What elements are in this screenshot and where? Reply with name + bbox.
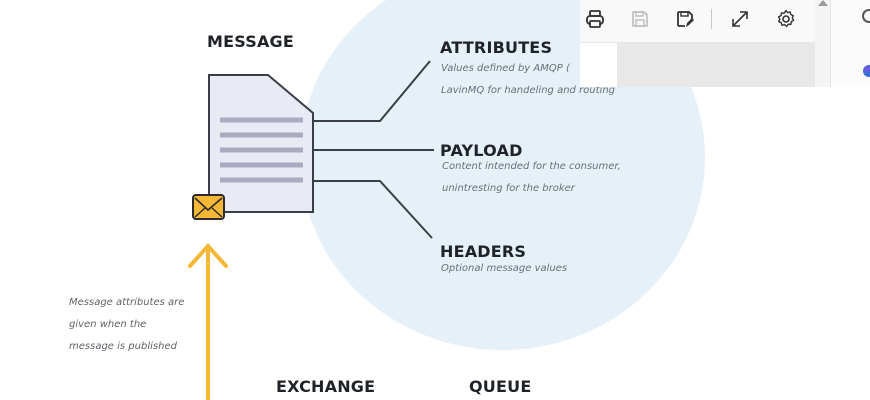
document-text-lines [220, 117, 303, 183]
side-panel-icons [862, 9, 870, 77]
payload-line-2: unintresting for the broker [442, 183, 575, 194]
message-document-icon [208, 74, 314, 213]
attributes-line-2: LavinMQ for handeling and routing [441, 85, 616, 96]
publish-note: Message attributes are given when the me… [69, 292, 184, 358]
publish-arrow [188, 243, 228, 400]
settings-icon [777, 9, 795, 28]
viewer-toolbar [580, 0, 815, 43]
note-line-3: message is published [69, 341, 177, 352]
save-as-icon [677, 11, 694, 27]
fullscreen-icon [732, 11, 748, 27]
headers-line-1: Optional message values [441, 263, 568, 274]
attributes-title: ATTRIBUTES [440, 38, 553, 57]
save-as-button[interactable] [672, 6, 698, 32]
browser-side-panel [830, 0, 870, 87]
payload-line-1: Content intended for the consumer, [442, 161, 621, 172]
queue-title: QUEUE [469, 377, 532, 396]
print-icon [586, 10, 604, 28]
note-line-2: given when the [69, 319, 147, 330]
exchange-title: EXCHANGE [276, 377, 376, 396]
search-icon [862, 9, 870, 23]
viewer-scrollbar[interactable] [815, 0, 830, 87]
viewer-page-thumbnail [580, 43, 617, 87]
toolbar-separator [711, 9, 712, 29]
connector-attributes [313, 60, 431, 122]
settings-button[interactable] [773, 6, 799, 32]
payload-description: Content intended for the consumer, unint… [442, 156, 621, 200]
attributes-line-1: Values defined by AMQP ( [441, 63, 570, 74]
save-button[interactable] [627, 6, 653, 32]
payload-title: PAYLOAD [440, 141, 523, 160]
message-title: MESSAGE [207, 32, 295, 51]
headers-description: Optional message values [441, 258, 567, 280]
fullscreen-button[interactable] [727, 6, 753, 32]
envelope-icon [192, 194, 225, 220]
attributes-description: Values defined by AMQP ( LavinMQ for han… [441, 58, 615, 102]
note-line-1: Message attributes are [69, 297, 185, 308]
connector-headers [313, 180, 433, 239]
scroll-up-arrow-icon[interactable] [818, 0, 828, 6]
copilot-icon [863, 65, 870, 77]
print-button[interactable] [582, 6, 608, 32]
save-icon [632, 11, 648, 27]
headers-title: HEADERS [440, 242, 527, 261]
viewer-canvas-area [617, 43, 815, 87]
